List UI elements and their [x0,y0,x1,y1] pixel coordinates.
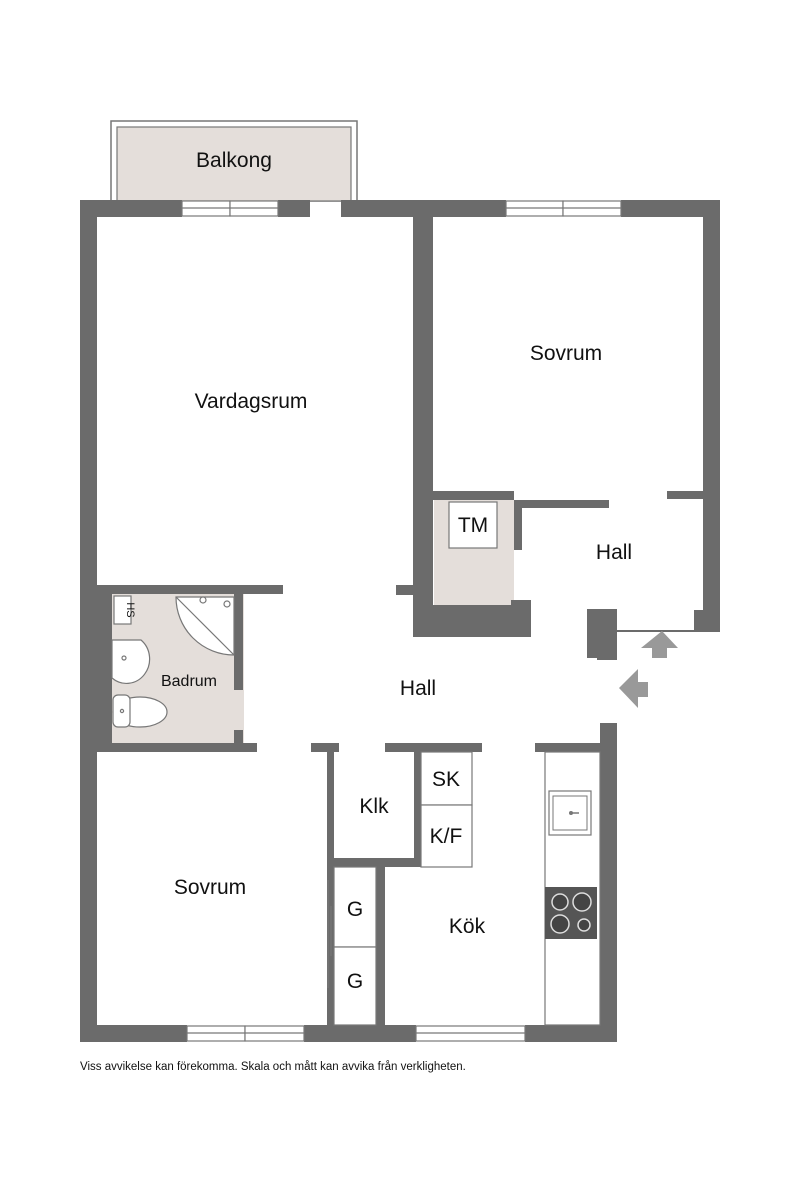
laundry-machine [448,501,498,549]
label-wardrobe-2: G [347,970,363,993]
label-kitchen: Kök [449,915,486,938]
label-balcony: Balkong [196,149,272,172]
label-wardrobe-1: G [347,898,363,921]
disclaimer-text: Viss avvikelse kan förekomma. Skala och … [80,1061,466,1073]
storage-units [327,751,473,1026]
label-bedroom-bottom: Sovrum [174,876,246,899]
walls [80,200,720,1042]
entrance-arrow-left-icon [619,669,648,708]
label-fridge-freezer: K/F [430,825,463,848]
label-bedroom-top: Sovrum [530,342,602,365]
stove [545,887,597,939]
label-bathroom-cabinet: HS [124,602,136,617]
label-hall-entry: Hall [596,541,632,564]
windows [181,200,622,1042]
room-labels: Balkong Vardagsrum Sovrum TM Hall Badrum… [124,149,632,993]
label-living-room: Vardagsrum [195,390,308,413]
balcony [110,120,358,202]
bathroom-fixtures [111,595,235,728]
entrance-arrow-up-icon [641,631,678,658]
label-closet: Klk [359,795,389,818]
label-bathroom: Badrum [161,673,217,690]
label-storage-sk: SK [432,768,460,791]
label-laundry: TM [458,514,488,537]
label-hall-main: Hall [400,677,436,700]
